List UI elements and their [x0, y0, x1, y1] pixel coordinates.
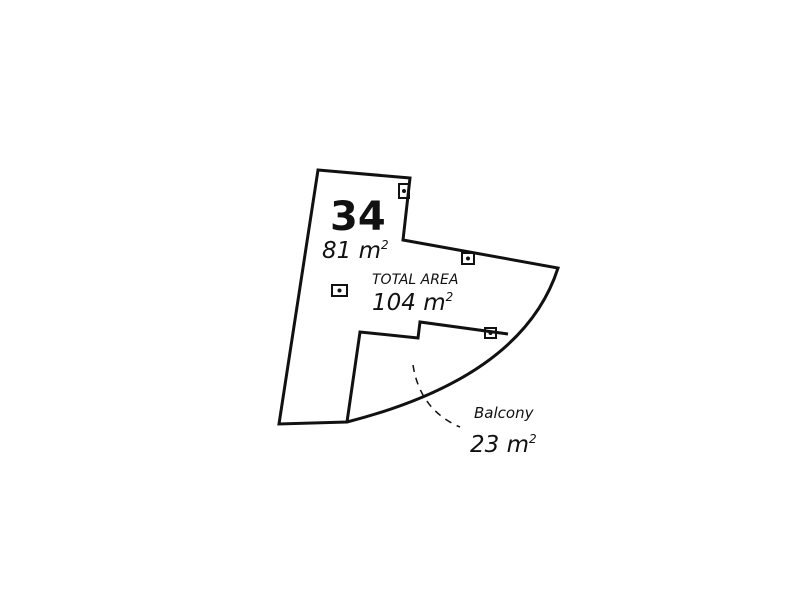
balcony-boundary	[345, 320, 509, 423]
balcony-door-swing	[412, 364, 461, 428]
service-box-icon	[461, 252, 475, 265]
lot-number: 34	[330, 194, 386, 240]
balcony-area: 23 m2	[470, 432, 537, 458]
service-box-icon	[484, 327, 497, 339]
total-area-label: TOTAL AREA	[372, 272, 458, 288]
lot-boundary	[277, 168, 560, 426]
balcony-label: Balcony	[474, 404, 535, 422]
service-box-icon	[331, 284, 348, 297]
internal-area: 81 m2	[322, 238, 389, 264]
total-area-value: 104 m2	[372, 290, 453, 316]
service-box-icon	[398, 183, 410, 199]
